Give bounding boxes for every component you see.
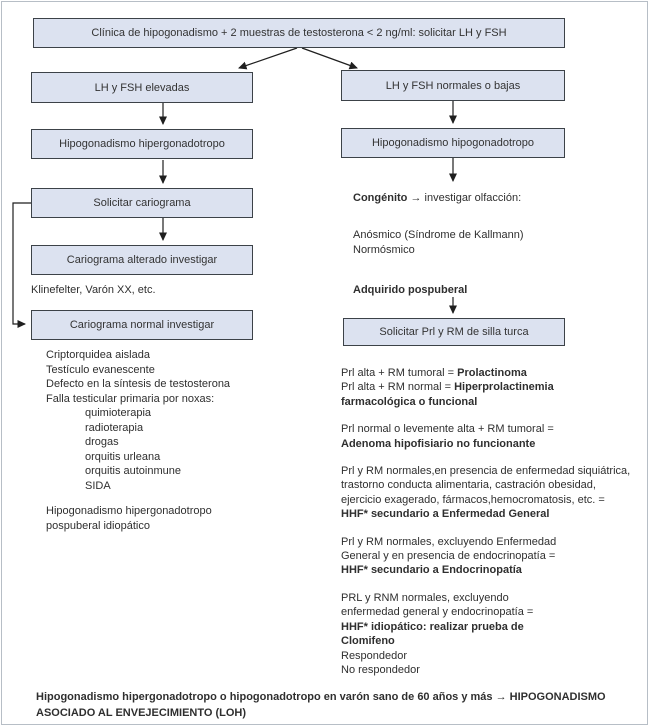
left-etiology-list: Criptorquidea aislada Testículo evanesce…: [46, 348, 230, 533]
text-line: Prl y RM normales,en presencia de enferm…: [341, 465, 631, 478]
list-item: Falla testicular primaria por noxas:: [46, 392, 215, 405]
paragraph-hhf-idiopatico: PRL y RNM normales, excluyendo enfermeda…: [341, 591, 630, 677]
congenito-label: Congénito: [353, 192, 408, 204]
paragraph-adenoma: Prl normal o levemente alta + RM tumoral…: [341, 422, 630, 451]
list-item-noxa: drogas: [85, 436, 119, 448]
text-line-bold: farmacológica o funcional: [341, 395, 478, 408]
line-congenito: Congénito → investigar olfacción:: [353, 191, 521, 206]
text-line: Prl normal o levemente alta + RM tumoral…: [341, 423, 554, 436]
text-line: ejercicio exagerado, fármacos,hemocromat…: [341, 493, 605, 506]
box-cariograma-normal: Cariograma normal investigar: [31, 310, 253, 340]
right-results-text: Prl alta + RM tumoral = Prolactinoma Prl…: [341, 366, 630, 690]
list-item-noxa: orquitis urleana: [85, 450, 161, 463]
text-line: Respondedor: [341, 649, 408, 662]
text-line-bold: HHF* idiopático: realizar prueba de: [341, 620, 524, 633]
footer-line: ASOCIADO AL ENVEJECIMIENTO (LOH): [36, 706, 247, 719]
list-item-noxa: SIDA: [85, 479, 111, 492]
list-item: Hipogonadismo hipergonadotropo: [46, 505, 212, 517]
list-item: Criptorquidea aislada: [46, 349, 150, 361]
arrow-root-to-right: [301, 47, 358, 70]
olfaction-options: Anósmico (Síndrome de Kallmann) Normósmi…: [353, 228, 524, 258]
paragraph-hhf-endocrinopatia: Prl y RM normales, excluyendo Enfermedad…: [341, 535, 630, 578]
footer-note: Hipogonadismo hipergonadotropo o hipogon…: [36, 690, 606, 721]
arrow-root-to-left: [238, 47, 298, 70]
text-line: Prl alta + RM normal = Hiperprolactinemi…: [341, 380, 630, 394]
list-spacer: [46, 493, 230, 504]
paragraph-prolactinoma: Prl alta + RM tumoral = Prolactinoma Prl…: [341, 366, 630, 409]
text-line: General y en presencia de endocrinopatía…: [341, 550, 556, 563]
congenito-rest: investigar olfacción:: [424, 192, 522, 204]
footer-line: Hipogonadismo hipergonadotropo o hipogon…: [36, 691, 606, 703]
box-lh-fsh-elevadas: LH y FSH elevadas: [31, 72, 253, 103]
option-anosmico: Anósmico (Síndrome de Kallmann): [353, 229, 524, 241]
text-line: enfermedad general y endocrinopatía =: [341, 606, 534, 619]
text-line: Prl y RM normales, excluyendo Enfermedad: [341, 535, 557, 548]
list-item: Defecto en la síntesis de testosterona: [46, 378, 231, 390]
list-item: Testículo evanescente: [46, 363, 155, 376]
list-item: pospuberal idiopático: [46, 519, 150, 532]
text-segment-bold: Hiperprolactinemia: [454, 381, 554, 394]
box-cariograma-alterado: Cariograma alterado investigar: [31, 245, 253, 275]
box-solicitar-cariograma: Solicitar cariograma: [31, 188, 253, 218]
text-line-bold: HHF* secundario a Endocrinopatía: [341, 564, 522, 577]
text-line-bold: Clomifeno: [341, 635, 395, 648]
arrow-loop-cariograma-to-normal: [12, 202, 31, 328]
text-segment: Prl alta + RM tumoral =: [341, 367, 458, 379]
text-segment: Prl alta + RM normal =: [341, 381, 455, 394]
right-arrow-glyph: →: [410, 192, 422, 204]
text-line-bold: Adenoma hipofisiario no funcionante: [341, 437, 536, 450]
option-normosmico: Normósmico: [353, 244, 415, 256]
text-line-bold: HHF* secundario a Enfermedad General: [341, 508, 550, 521]
box-hipogonadismo-hipogonadotropo: Hipogonadismo hipogonadotropo: [341, 128, 565, 158]
text-line: Prl alta + RM tumoral = Prolactinoma: [341, 366, 630, 380]
box-hipogonadismo-hipergonadotropo: Hipogonadismo hipergonadotropo: [31, 129, 253, 159]
line-adquirido-pospuberal: Adquirido pospuberal: [353, 284, 468, 296]
text-line: PRL y RNM normales, excluyendo: [341, 591, 509, 604]
list-item-noxa: orquitis autoinmune: [85, 465, 182, 477]
box-clinica-hipogonadismo: Clínica de hipogonadismo + 2 muestras de…: [33, 18, 565, 48]
text-segment-bold: Prolactinoma: [457, 367, 527, 379]
paragraph-hhf-enfermedad-general: Prl y RM normales,en presencia de enferm…: [341, 464, 630, 522]
text-line: trastorno conducta alimentaria, castraci…: [341, 479, 596, 492]
text-line: No respondedor: [341, 663, 420, 676]
box-solicitar-prl-rm: Solicitar Prl y RM de silla turca: [343, 318, 565, 346]
list-item-noxa: quimioterapia: [85, 407, 152, 419]
note-klinefelter: Klinefelter, Varón XX, etc.: [31, 284, 156, 296]
box-lh-fsh-normales: LH y FSH normales o bajas: [341, 70, 565, 101]
list-item-noxa: radioterapia: [85, 421, 144, 434]
